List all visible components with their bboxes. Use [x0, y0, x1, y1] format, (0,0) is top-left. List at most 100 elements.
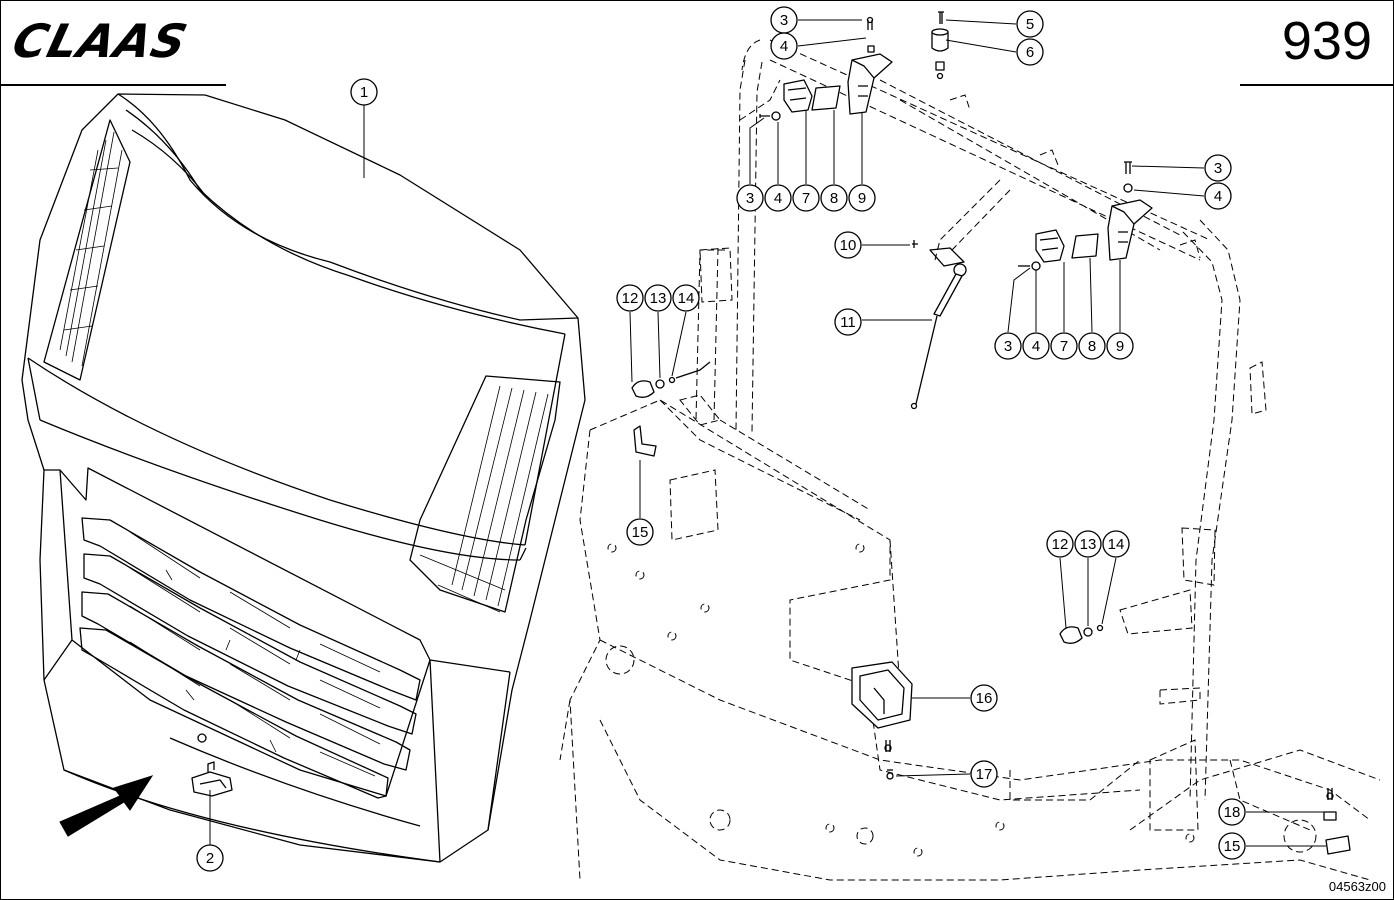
arrow-icon	[59, 775, 154, 837]
callout-12: 12	[1046, 530, 1074, 558]
callout-circle	[970, 684, 998, 712]
callout-circle	[196, 844, 224, 872]
callout-label: 7	[802, 190, 810, 207]
header-rule-left	[0, 84, 226, 86]
callout-label: 8	[830, 190, 838, 207]
callout-circle	[792, 184, 820, 212]
callout-circle	[1204, 182, 1232, 210]
callout-18: 18	[1218, 798, 1246, 826]
front-grille	[21, 93, 586, 863]
buffer-left	[631, 380, 655, 398]
callout-2: 2	[196, 844, 224, 872]
hinge-bracket-right	[1107, 199, 1153, 261]
callout-circle	[616, 284, 644, 312]
callout-circle	[1218, 832, 1246, 860]
grille-bars	[79, 517, 421, 799]
callout-circle	[834, 308, 862, 336]
callout-circle	[350, 78, 378, 106]
callout-13: 13	[1074, 530, 1102, 558]
callout-13: 13	[644, 284, 672, 312]
callout-circle	[1078, 332, 1106, 360]
callout-circle	[1016, 38, 1044, 66]
callout-6: 6	[1016, 38, 1044, 66]
callout-circle	[644, 284, 672, 312]
callout-label: 10	[840, 237, 857, 254]
callout-label: 12	[1052, 536, 1069, 553]
callout-label: 16	[976, 690, 993, 707]
callout-label: 2	[206, 850, 214, 867]
callout-3: 3	[1204, 154, 1232, 182]
callout-label: 3	[780, 12, 788, 29]
callout-circle	[834, 231, 862, 259]
callout-circle	[672, 284, 700, 312]
callout-circle	[770, 32, 798, 60]
callout-label: 17	[976, 766, 993, 783]
callout-label: 6	[1026, 44, 1034, 61]
callout-3: 3	[736, 184, 764, 212]
hinge-bracket-left	[847, 53, 893, 115]
callout-15: 15	[1218, 832, 1246, 860]
callout-4: 4	[1204, 182, 1232, 210]
callout-9: 9	[848, 184, 876, 212]
callout-label: 12	[622, 290, 639, 307]
callout-label: 4	[780, 38, 788, 55]
callout-circle	[994, 332, 1022, 360]
callout-circle	[764, 184, 792, 212]
angle-bracket-left	[633, 425, 657, 457]
callout-label: 1	[360, 84, 368, 101]
callout-label: 11	[840, 314, 856, 331]
angle-bracket-right	[1325, 835, 1351, 855]
hinge-plate-left	[811, 85, 841, 111]
callout-14: 14	[1102, 530, 1130, 558]
drawing-code: 04563z00	[1328, 879, 1386, 894]
callout-label: 14	[678, 290, 695, 307]
callout-circle	[1204, 154, 1232, 182]
callout-3: 3	[770, 6, 798, 34]
retaining-bracket	[851, 661, 913, 729]
callout-circle	[736, 184, 764, 212]
callout-label: 4	[1032, 338, 1040, 355]
header-rule-right	[1240, 84, 1394, 86]
callout-8: 8	[1078, 332, 1106, 360]
callout-label: 13	[1080, 536, 1097, 553]
callout-circle	[1022, 332, 1050, 360]
callout-circle	[1106, 332, 1134, 360]
callout-7: 7	[792, 184, 820, 212]
callout-label: 15	[1224, 838, 1241, 855]
callout-circle	[1050, 332, 1078, 360]
callout-4: 4	[764, 184, 792, 212]
callout-label: 4	[774, 190, 782, 207]
hardware-parts	[59, 11, 1351, 855]
callout-label: 14	[1108, 536, 1125, 553]
callout-label: 18	[1224, 804, 1241, 821]
callout-circle	[970, 760, 998, 788]
callout-circle	[1074, 530, 1102, 558]
callout-label: 3	[1004, 338, 1012, 355]
page-number: 939	[1281, 11, 1372, 71]
latch-clip	[191, 771, 233, 797]
callout-11: 11	[834, 308, 862, 336]
callout-1: 1	[350, 78, 378, 106]
callout-circle	[848, 184, 876, 212]
callout-4: 4	[770, 32, 798, 60]
callout-circle	[1102, 530, 1130, 558]
callout-label: 8	[1088, 338, 1096, 355]
callout-circle	[1218, 798, 1246, 826]
callout-3: 3	[994, 332, 1022, 360]
callout-label: 13	[650, 290, 667, 307]
callout-4: 4	[1022, 332, 1050, 360]
callout-17: 17	[970, 760, 998, 788]
frame-structure	[559, 39, 1381, 881]
hinge-left	[783, 79, 813, 113]
callout-14: 14	[672, 284, 700, 312]
callout-label: 15	[632, 524, 649, 541]
callout-circle	[1016, 10, 1044, 38]
callout-15: 15	[626, 518, 654, 546]
hinge-plate-right	[1071, 233, 1099, 259]
callout-label: 5	[1026, 16, 1034, 33]
callout-12: 12	[616, 284, 644, 312]
callout-5: 5	[1016, 10, 1044, 38]
callout-10: 10	[834, 231, 862, 259]
callout-8: 8	[820, 184, 848, 212]
gas-strut-body	[933, 273, 963, 317]
